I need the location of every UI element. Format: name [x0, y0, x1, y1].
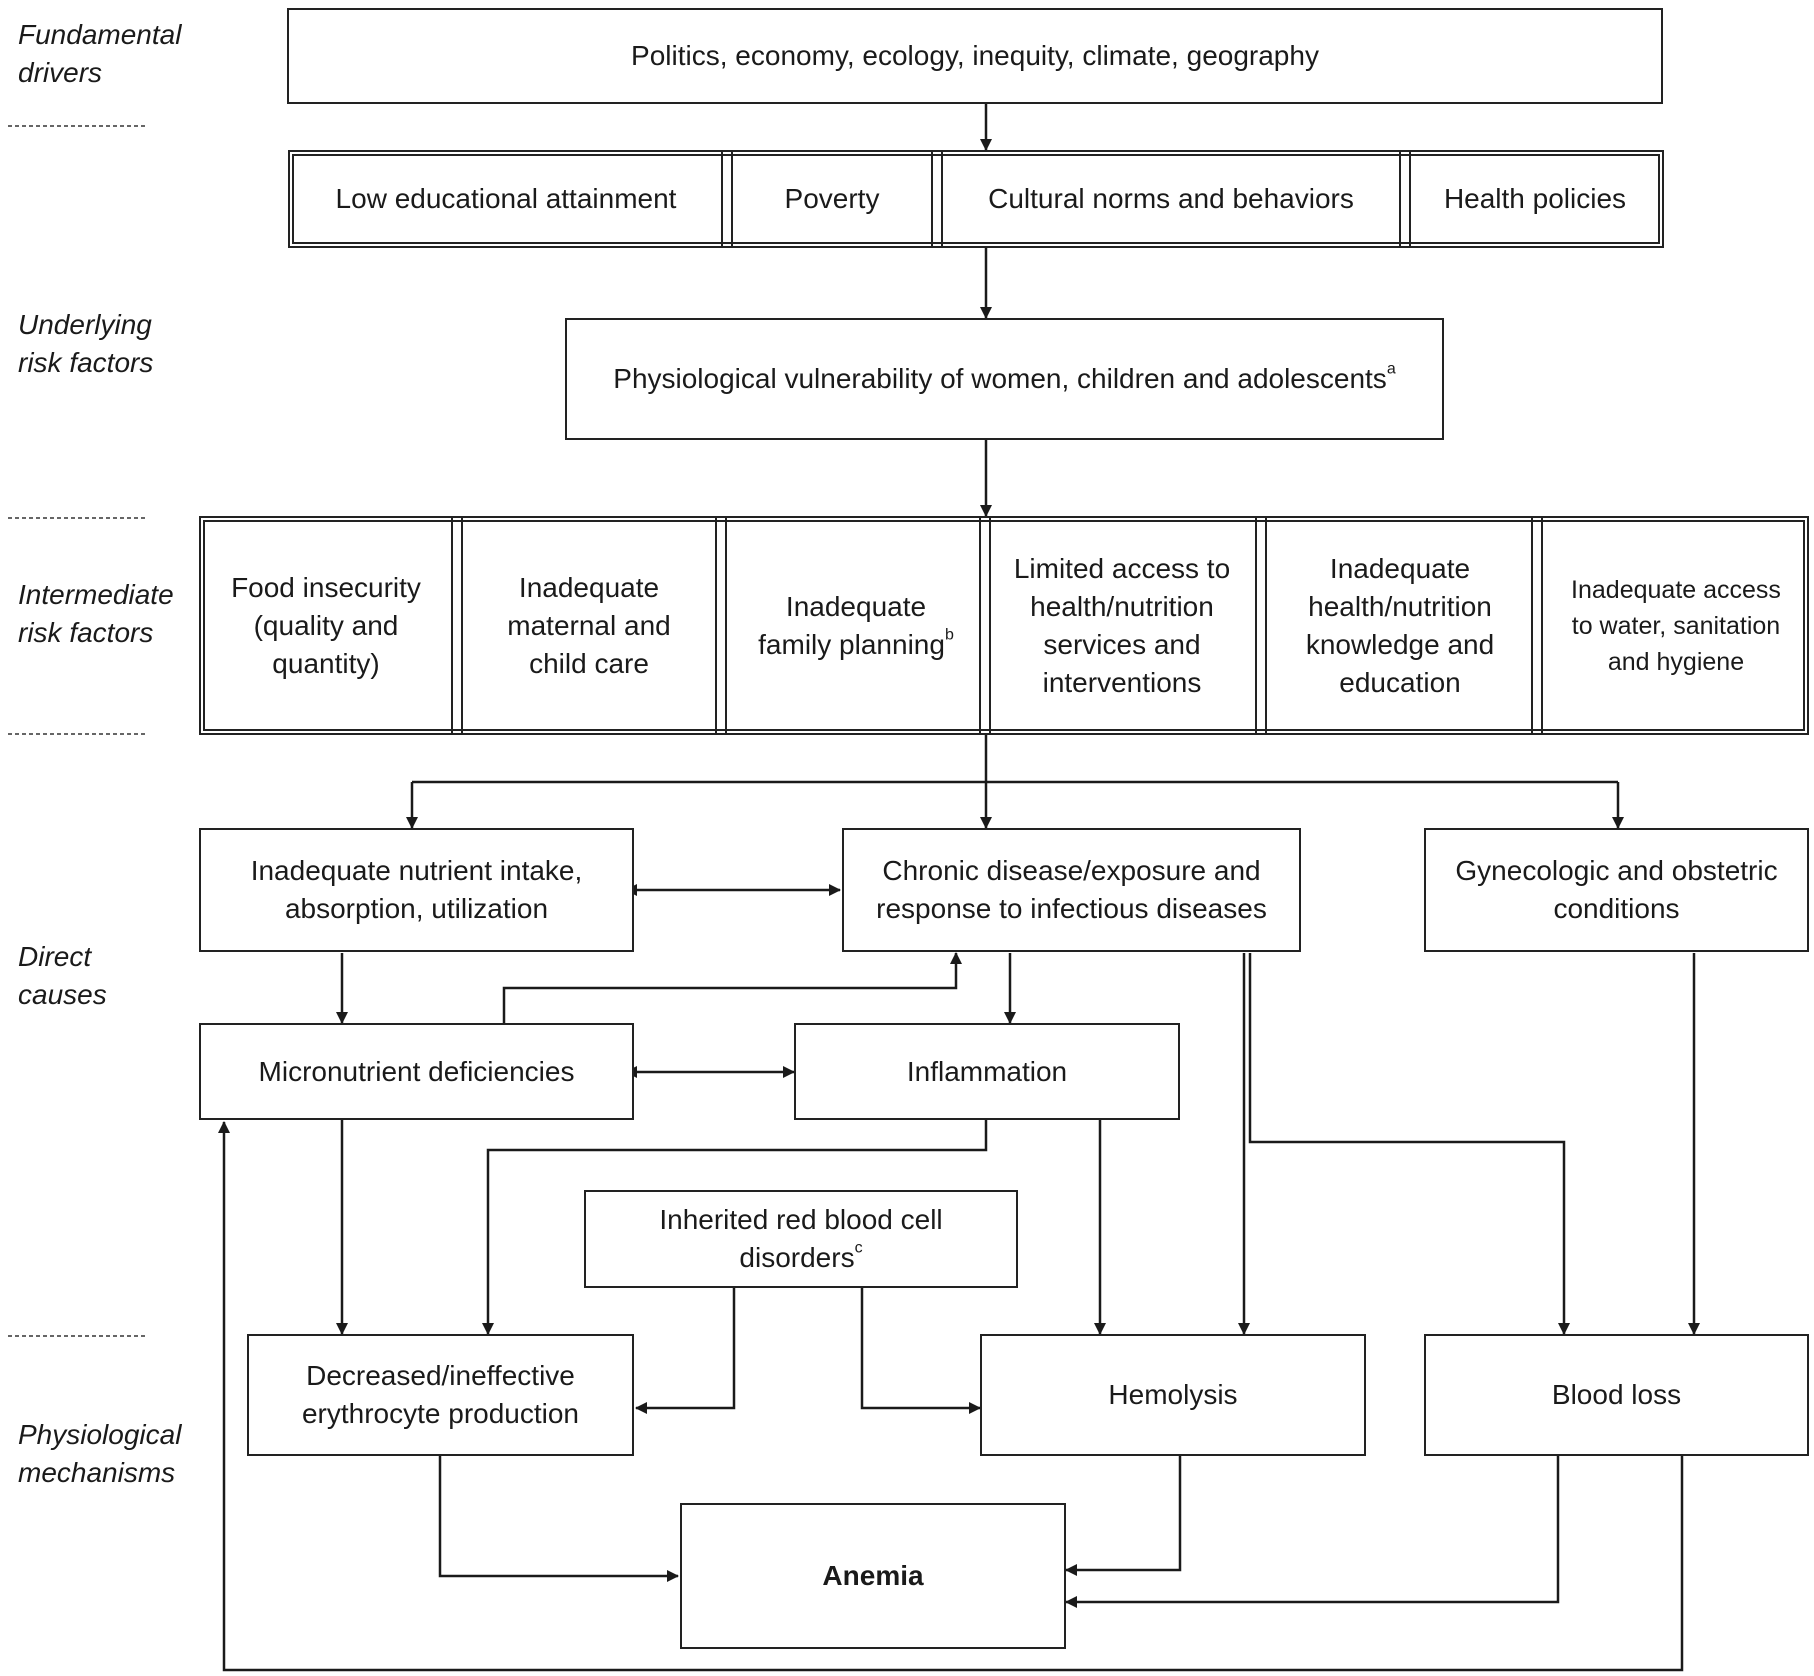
arrow-inflammation-to-erythro [482, 1120, 988, 1335]
nutrient-intake-box: Inadequate nutrient intake, absorption, … [199, 828, 634, 952]
factor-knowledge-education: Inadequate health/nutrition knowledge an… [1305, 552, 1495, 698]
factor-wash: Inadequate access to water, sanitation a… [1571, 575, 1781, 676]
level-label-intermediate: Intermediate risk factors [18, 579, 174, 648]
drivers-box: Politics, economy, ecology, inequity, cl… [287, 8, 1663, 104]
factor-low-education: Low educational attainment [335, 183, 677, 214]
level-label-physiological: Physiological mechanisms [18, 1419, 182, 1488]
arrow-blood-loss-to-micronutrient [218, 1121, 1684, 1672]
arrow-erythro-to-anemia [438, 1456, 679, 1582]
micronutrient-box: Micronutrient deficiencies [199, 1023, 634, 1120]
arrow-hemolysis-to-anemia [1065, 1456, 1182, 1576]
blood-loss-box: Blood loss [1424, 1334, 1809, 1456]
vulnerability-text: Physiological vulnerability of women, ch… [613, 363, 1387, 394]
inflammation-box: Inflammation [794, 1023, 1180, 1120]
arrow-blood-loss-to-anemia [1065, 1456, 1560, 1608]
inherited-disorders-box: Inherited red blood cell disordersc [584, 1190, 1018, 1288]
arrow-inherited-to-hemolysis [860, 1288, 981, 1414]
underlying-factors-box [288, 150, 1664, 248]
level-separators [8, 125, 148, 1337]
factor-limited-access: Limited access to health/nutrition servi… [1013, 552, 1231, 698]
drivers-text: Politics, economy, ecology, inequity, cl… [631, 40, 1319, 71]
arrow-inherited-to-erythro [635, 1288, 736, 1414]
arrow-chronic-to-blood-loss [1248, 953, 1570, 1335]
gynecologic-box: Gynecologic and obstetric conditions [1424, 828, 1809, 952]
hemolysis-box: Hemolysis [980, 1334, 1366, 1456]
factor-maternal-child-care: Inadequate maternal and child care [507, 571, 671, 679]
factor-family-planning: Inadequate family planningb [758, 590, 954, 660]
factor-cultural-norms: Cultural norms and behaviors [988, 183, 1354, 214]
anemia-box: Anemia [680, 1503, 1066, 1649]
factor-health-policies: Health policies [1443, 183, 1627, 214]
level-label-fundamental: Fundamental drivers [18, 19, 182, 88]
footnote-a: a [1386, 360, 1396, 378]
erythrocyte-production-box: Decreased/ineffective erythrocyte produc… [247, 1334, 634, 1456]
factor-food-insecurity: Food insecurity (quality and quantity) [231, 571, 421, 679]
vulnerability-box: Physiological vulnerability of women, ch… [565, 318, 1444, 440]
factor-poverty: Poverty [784, 183, 880, 214]
level-label-underlying: Underlying risk factors [18, 309, 154, 378]
arrow-micronutrient-to-chronic [502, 952, 962, 1023]
level-label-direct: Direct causes [18, 941, 107, 1010]
footnote-b: b [944, 626, 954, 644]
intermediate-factors-box [199, 516, 1809, 735]
chronic-disease-box: Chronic disease/exposure and response to… [842, 828, 1301, 952]
footnote-c: c [854, 1239, 863, 1257]
